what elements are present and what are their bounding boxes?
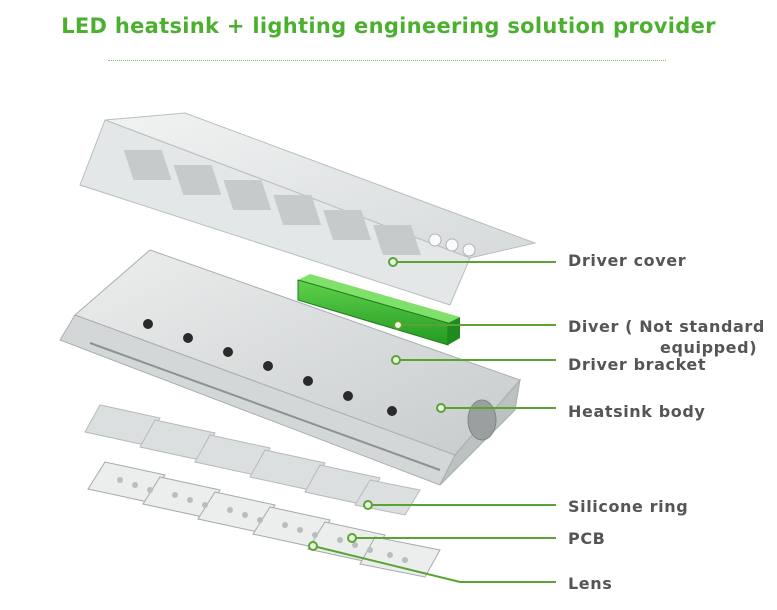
callout-dot-lens <box>308 541 318 551</box>
label-driver-cover: Driver cover <box>568 251 687 270</box>
callout-line-lens <box>312 545 556 583</box>
label-silicone-ring: Silicone ring <box>568 497 689 516</box>
callout-dot-driver <box>393 320 403 330</box>
callout-lines <box>308 257 556 583</box>
label-driver: Diver ( Not standard <box>568 317 765 336</box>
label-heatsink-body: Heatsink body <box>568 402 706 421</box>
label-driver-bracket: Driver bracket <box>568 355 707 374</box>
label-lens: Lens <box>568 574 613 593</box>
driver-cover-part <box>79 112 537 306</box>
callout-dot-driver-cover <box>388 257 398 267</box>
callout-dot-driver-bracket <box>391 355 401 365</box>
callout-dot-heatsink-body <box>436 403 446 413</box>
page-title: LED heatsink + lighting engineering solu… <box>61 14 716 38</box>
callout-dot-pcb <box>347 533 357 543</box>
led-board-stack <box>84 404 441 578</box>
callout-dot-silicone-ring <box>363 500 373 510</box>
heatsink-body-part <box>59 249 521 486</box>
label-driver-continued: equipped) <box>660 338 758 357</box>
title-divider <box>108 60 666 61</box>
label-pcb: PCB <box>568 529 606 548</box>
